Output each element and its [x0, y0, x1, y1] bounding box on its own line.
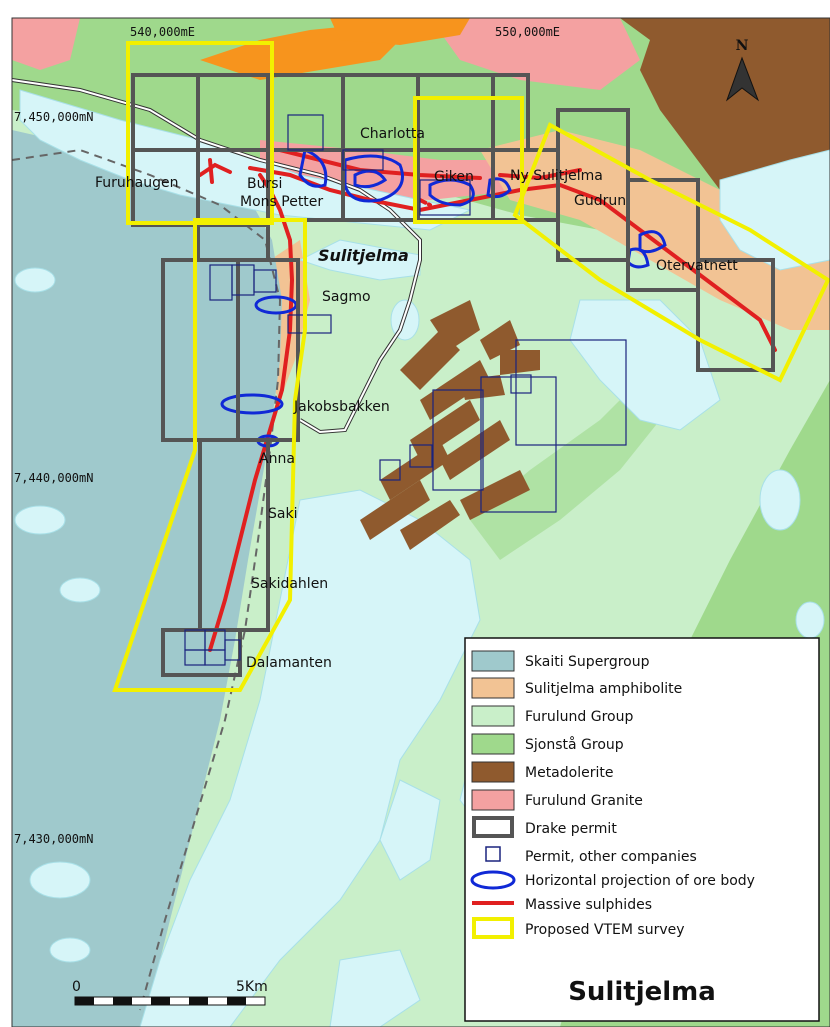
grid-e-550: 550,000mE [495, 25, 560, 39]
legend-swatch-skaiti [471, 650, 515, 672]
legend-label-ore: Horizontal projection of ore body [525, 873, 755, 889]
legend-swatch-vtem [472, 917, 514, 939]
amphibolite-northeast [480, 130, 830, 330]
north-label: N [736, 38, 749, 54]
place-dalamanten: Dalamanten [246, 655, 332, 671]
skaiti-area [12, 130, 282, 1027]
place-ny-sulitjelma: Ny Sulitjelma [510, 168, 603, 184]
north-arrow-icon: N [725, 38, 760, 102]
other-permits [184, 114, 627, 666]
legend: Skaiti Supergroup Sulitjelma amphibolite… [464, 637, 820, 1022]
legend-label-sulphides: Massive sulphides [525, 897, 652, 913]
scale-end: 5Km [236, 979, 268, 995]
place-bursi: Bursi [247, 176, 282, 192]
scale-bar: 0 5Km [72, 979, 268, 1006]
grid-n-7450: 7,450,000mN [14, 110, 93, 124]
place-saki: Saki [268, 506, 297, 522]
legend-label-vtem: Proposed VTEM survey [525, 922, 685, 938]
grid-n-7440: 7,440,000mN [14, 471, 93, 485]
legend-label-metadolerite: Metadolerite [525, 765, 613, 781]
place-mons-petter: Mons Petter [240, 194, 323, 210]
place-furuhaugen: Furuhaugen [95, 175, 179, 191]
legend-swatch-sjonsta [471, 733, 515, 755]
place-sagmo: Sagmo [322, 289, 371, 305]
legend-label-drake: Drake permit [525, 821, 617, 837]
granite-northwest [12, 18, 80, 70]
legend-swatch-metadolerite [471, 761, 515, 783]
legend-swatch-amphibolite [471, 677, 515, 699]
legend-label-granite: Furulund Granite [525, 793, 643, 809]
legend-swatch-granite [471, 789, 515, 811]
place-jakobsbakken: Jakobsbakken [293, 399, 390, 415]
sjonsta-area-mid [470, 380, 660, 560]
legend-label-amphibolite: Sulitjelma amphibolite [525, 681, 682, 697]
granite-north [430, 18, 640, 90]
legend-label-sjonsta: Sjonstå Group [525, 736, 624, 753]
legend-swatch-drake [472, 816, 514, 838]
place-town: Sulitjelma [318, 246, 409, 265]
legend-label-furulund: Furulund Group [525, 709, 633, 725]
legend-swatch-furulund [471, 705, 515, 727]
place-gudrun: Gudrun [574, 193, 626, 209]
place-giken: Giken [434, 169, 474, 185]
vtem-survey [112, 41, 830, 692]
place-anna: Anna [259, 451, 295, 467]
grid-e-540: 540,000mE [130, 25, 195, 39]
scale-start: 0 [72, 979, 81, 995]
place-otervatnett: Otervatnett [656, 258, 738, 274]
legend-label-other: Permit, other companies [525, 849, 697, 865]
legend-label-skaiti: Skaiti Supergroup [525, 654, 650, 670]
place-sakidahlen: Sakidahlen [251, 576, 328, 592]
grid-n-7430: 7,430,000mN [14, 832, 93, 846]
place-charlotta: Charlotta [360, 126, 425, 142]
orange-strip-north-2 [330, 18, 470, 45]
legend-swatch-ore [470, 870, 516, 890]
road-inner [11, 79, 421, 434]
legend-swatch-other [485, 846, 501, 862]
map-frame [11, 17, 830, 1027]
map-title: Sulitjelma [568, 977, 716, 1007]
